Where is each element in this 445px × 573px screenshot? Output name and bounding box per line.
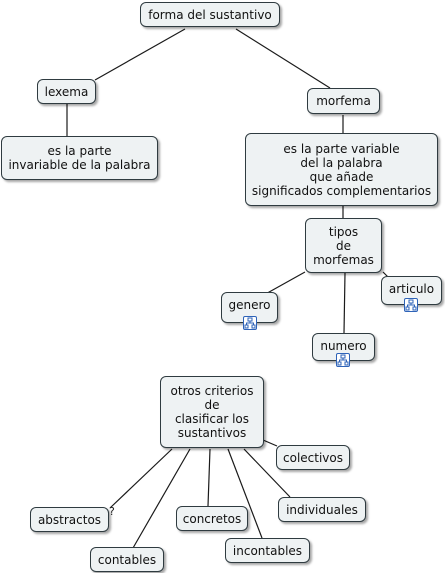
question-mark: ? (109, 505, 115, 518)
node-genero[interactable]: genero (221, 292, 278, 323)
node-contables[interactable]: contables (90, 547, 164, 572)
node-lexema-desc[interactable]: es la parte invariable de la palabra (1, 136, 158, 180)
submap-icon-glyph (405, 299, 417, 311)
submap-icon[interactable] (243, 316, 257, 330)
node-morfema[interactable]: morfema (307, 88, 380, 114)
node-otros-criterios[interactable]: otros criterios de clasificar los sustan… (160, 376, 264, 448)
node-root[interactable]: forma del sustantivo (140, 2, 280, 27)
submap-icon-glyph (244, 317, 256, 329)
node-morfema-desc[interactable]: es la parte variable del la palabra que … (245, 133, 438, 206)
node-lexema[interactable]: lexema (37, 79, 96, 104)
node-colectivos[interactable]: colectivos (276, 445, 350, 470)
node-concretos[interactable]: concretos (176, 506, 248, 531)
submap-icon[interactable] (336, 353, 350, 367)
node-incontables[interactable]: incontables (225, 538, 310, 563)
node-tipos-morfemas[interactable]: tipos de morfemas (305, 218, 382, 273)
node-individuales[interactable]: individuales (278, 497, 366, 522)
node-abstractos[interactable]: abstractos (30, 507, 109, 532)
submap-icon[interactable] (404, 298, 418, 312)
submap-icon-glyph (337, 354, 349, 366)
node-numero[interactable]: numero (312, 333, 375, 361)
